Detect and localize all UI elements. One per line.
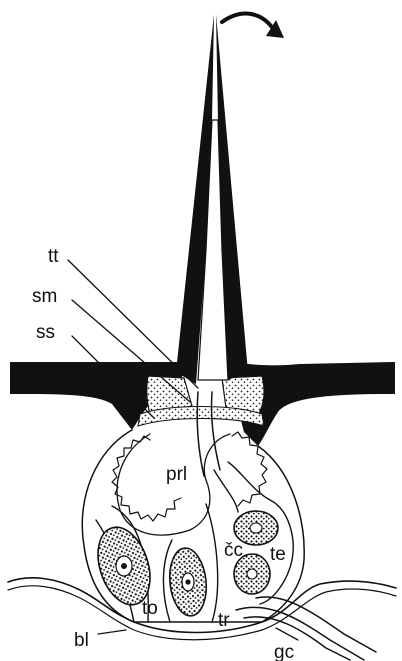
label-prl: prl [166,464,187,485]
dendrite-sheath [197,392,220,476]
neuron-axon-bundle [236,597,376,660]
label-bl: bl [74,630,89,651]
label-sm: sm [32,286,57,307]
label-ss: ss [36,322,55,343]
label-cc: čc [224,540,243,561]
label-tt: tt [48,246,59,267]
hair-shaft [176,14,248,384]
label-te: te [270,544,286,565]
label-tr: tr [218,610,230,631]
label-gc: gc [274,642,294,661]
deflection-arrow [222,14,284,38]
nucleus-trichogen [167,546,210,617]
label-to: to [142,598,158,619]
